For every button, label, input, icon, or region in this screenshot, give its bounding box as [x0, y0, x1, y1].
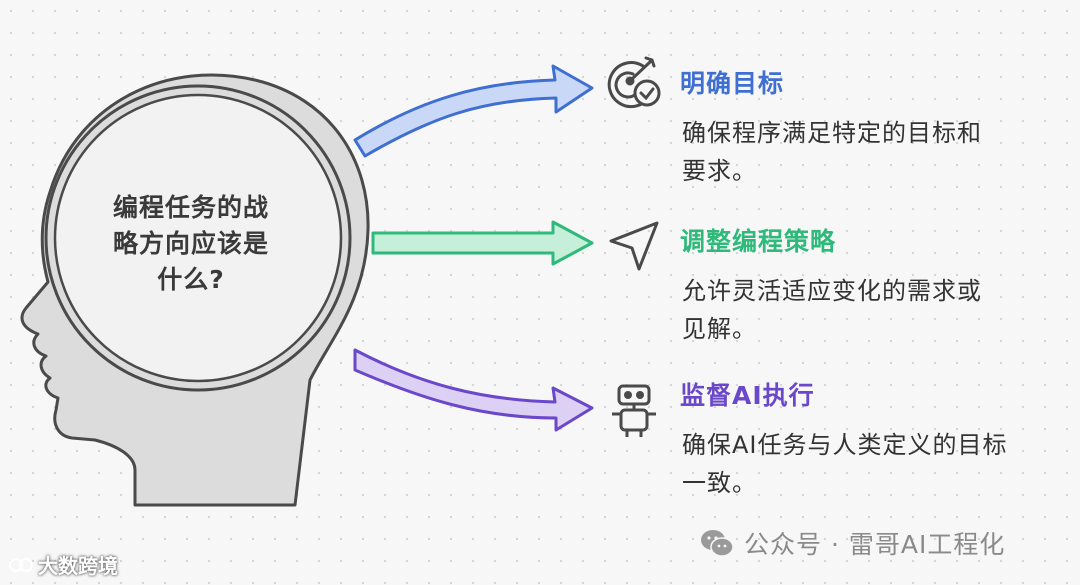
desc-line: 确保AI任务与人类定义的目标: [682, 426, 1042, 464]
wechat-watermark: 公众号 · 雷哥AI工程化: [700, 525, 1005, 561]
supervise-title: 监督AI执行: [680, 376, 815, 412]
supervise-description: 确保AI任务与人类定义的目标 一致。: [682, 426, 1042, 502]
corner-logo: 大数跨境: [8, 550, 118, 579]
desc-line: 允许灵活适应变化的需求或: [682, 272, 1042, 310]
central-question: 编程任务的战 略方向应该是 什么?: [96, 190, 286, 298]
robot-icon: [612, 386, 656, 437]
desc-line: 一致。: [682, 464, 1042, 502]
navigation-arrow-icon: [611, 223, 657, 269]
logo-icon: [8, 555, 34, 575]
goal-title: 明确目标: [680, 64, 784, 100]
target-check-icon: [609, 58, 659, 107]
strategy-title: 调整编程策略: [680, 222, 836, 258]
question-line: 什么?: [96, 262, 286, 298]
goal-description: 确保程序满足特定的目标和 要求。: [682, 114, 1042, 190]
desc-line: 要求。: [682, 152, 1042, 190]
arrow-to-supervise: [355, 350, 592, 430]
corner-logo-text: 大数跨境: [38, 550, 118, 579]
desc-line: 确保程序满足特定的目标和: [682, 114, 1042, 152]
arrow-to-goal: [355, 66, 592, 156]
watermark-text: 公众号 · 雷哥AI工程化: [744, 525, 1005, 561]
arrow-to-strategy: [373, 222, 592, 264]
desc-line: 见解。: [682, 310, 1042, 348]
wechat-icon: [700, 528, 734, 558]
question-line: 编程任务的战: [96, 190, 286, 226]
question-line: 略方向应该是: [96, 226, 286, 262]
strategy-description: 允许灵活适应变化的需求或 见解。: [682, 272, 1042, 348]
